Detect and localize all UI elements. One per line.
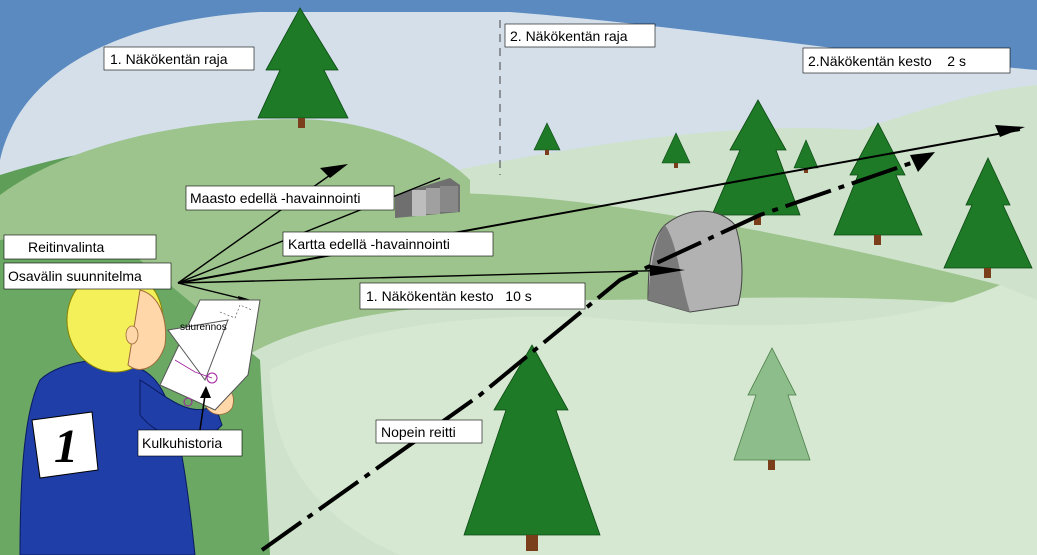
- label-leg-plan: Osavälin suunnitelma: [3, 262, 172, 290]
- svg-text:1. Näkökentän raja: 1. Näkökentän raja: [110, 51, 228, 67]
- lower-light-area: [270, 285, 1037, 555]
- label-field1-boundary: 1. Näkökentän raja: [103, 46, 255, 71]
- svg-text:2.Näkökentän kesto 2 s: 2.Näkökentän kesto 2 s: [808, 53, 966, 69]
- svg-text:1. Näkökentän kesto 10 s: 1. Näkökentän kesto 10 s: [366, 288, 532, 304]
- arrow-rock: [650, 265, 685, 276]
- tree-far-right: [943, 157, 1033, 278]
- runner-ear: [125, 325, 139, 345]
- cliff-feature: [395, 178, 460, 218]
- label-map-ahead: Kartta edellä -havainnointi: [282, 231, 494, 257]
- tree-top-center: [257, 7, 349, 128]
- arrow-terrain: [320, 164, 348, 178]
- svg-text:Reitinvalinta: Reitinvalinta: [28, 239, 104, 255]
- tree-mid-right-2: [833, 122, 923, 245]
- runner-face: [127, 289, 167, 370]
- runner: 1: [19, 267, 234, 555]
- movement-history-pointer: [199, 394, 206, 431]
- svg-text:Nopein reitti: Nopein reitti: [381, 424, 456, 440]
- label-field1-duration: 1. Näkökentän kesto 10 s: [359, 282, 586, 310]
- runner-bib: 1: [31, 411, 99, 479]
- runner-number: 1: [54, 420, 78, 473]
- svg-text:2. Näkökentän raja: 2. Näkökentän raja: [510, 28, 628, 44]
- tree-small-1: [533, 122, 561, 155]
- label-terrain-ahead: Maasto edellä -havainnointi: [185, 185, 395, 211]
- svg-text:Maasto edellä -havainnointi: Maasto edellä -havainnointi: [190, 190, 360, 206]
- tree-small-2: [661, 132, 691, 168]
- svg-text:Kulkuhistoria: Kulkuhistoria: [142, 435, 222, 451]
- movement-history-arrowhead: [200, 386, 211, 398]
- svg-text:Osavälin suunnitelma: Osavälin suunnitelma: [8, 268, 142, 284]
- label-field2-boundary: 2. Näkökentän raja: [504, 23, 656, 48]
- label-route-choice: Reitinvalinta: [3, 234, 157, 260]
- tree-big-foreground: [463, 344, 601, 551]
- label-movement-history: Kulkuhistoria: [137, 429, 243, 457]
- label-field2-duration: 2.Näkökentän kesto 2 s: [802, 47, 1011, 74]
- label-fastest-route: Nopein reitti: [375, 419, 483, 444]
- tree-light-foreground: [733, 347, 811, 470]
- fastest-route-arrowhead: [910, 152, 935, 172]
- svg-text:Kartta edellä -havainnointi: Kartta edellä -havainnointi: [288, 236, 450, 252]
- fastest-route-line: [260, 158, 921, 552]
- orienteering-map: suurennos: [159, 299, 261, 411]
- arrow-far: [995, 125, 1025, 137]
- map-enlargement-label: suurennos: [180, 322, 227, 333]
